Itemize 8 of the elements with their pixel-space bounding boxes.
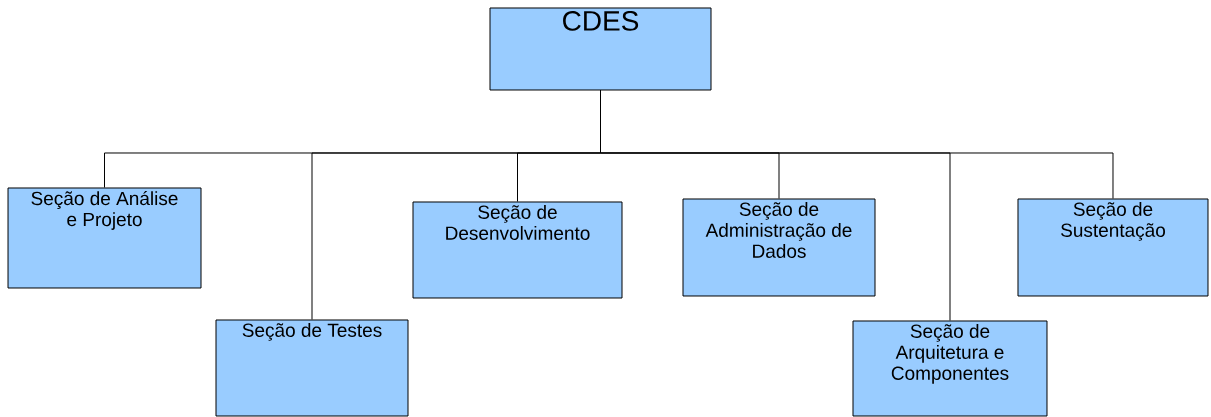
org-box: Seção de Testes xyxy=(215,319,409,417)
org-box: Seção de Administração de Dados xyxy=(682,198,876,297)
org-box: Seção de Arquitetura e Componentes xyxy=(852,320,1048,417)
org-box: Seção de Desenvolvimento xyxy=(412,201,623,299)
connector-line xyxy=(600,90,951,321)
org-box: Seção de Análise e Projeto xyxy=(7,187,202,289)
org-box: Seção de Sustentação xyxy=(1017,198,1209,297)
org-box: CDES xyxy=(489,7,712,91)
